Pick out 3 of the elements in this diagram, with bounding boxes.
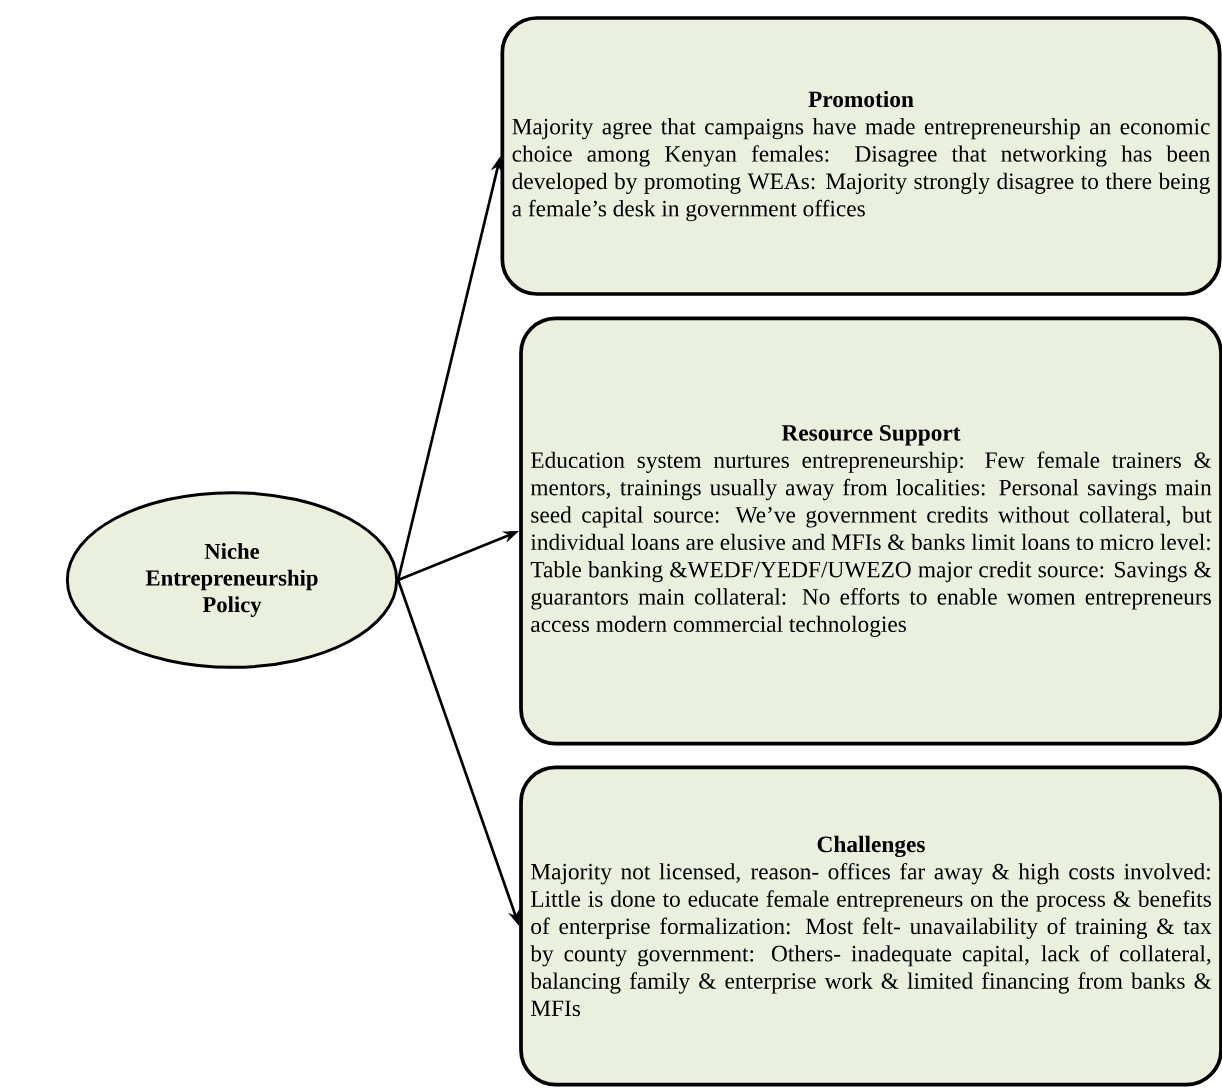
rounded-box: Resource Support Education system nurtures entrepreneurship: Few female trainers & mentors, trainings usually away from localities: Personal savings main seed capital source: We’ve government credits without collateral, but individual loans are elusive and MFIs & banks limit loans to micro level: Table banking &WEDF/YEDF/UWEZO major credit source: Savings & guarantors main collateral: No efforts to enable women entrepreneurs access modern commercial technologies [519, 316, 1222, 746]
rounded-box: Challenges Majority not licensed, reason- offices far away & high costs involved: Little is done to educate female entrepreneurs on the process & benefits of enterprise formalization: Most felt- unavailability of training & tax by county government: Others- inadequate capital, lack of collateral, balancing family & enterprise work & limited financing from banks & MFIs [519, 765, 1222, 1087]
rounded-box: Promotion Majority agree that campaigns have made entrepreneurship an economic choice among Kenyan females: Disagree that networking has been developed by promoting WEAs: Majority strongly disagree to there being a female’s desk in government offices [500, 16, 1222, 296]
